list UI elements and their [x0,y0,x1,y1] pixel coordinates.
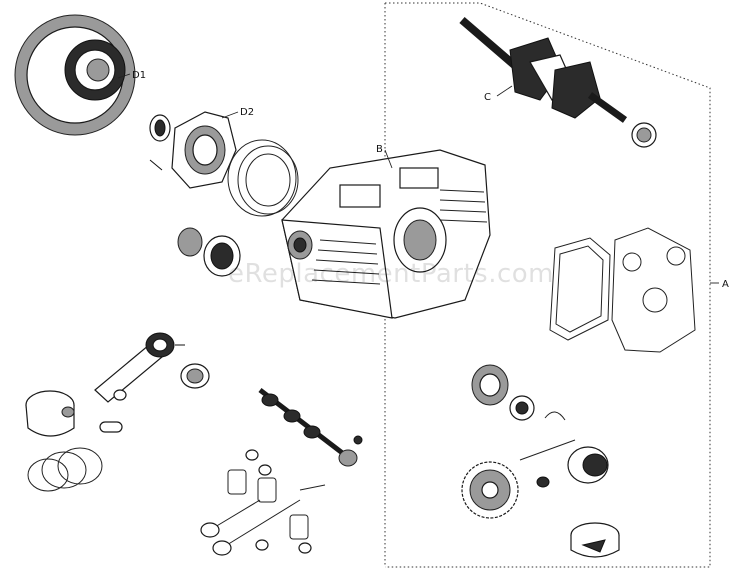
callout-b: B [376,144,383,155]
watermark-text: eReplacementParts.com [228,259,554,289]
part-c-crankshaft [459,16,657,148]
callout-a: A [722,279,729,290]
part-governor-gear [461,364,620,558]
part-b-crankcase [281,149,491,319]
part-camshaft-valves [200,388,363,556]
part-d2-bearing-plate [149,111,239,189]
callout-d1: D1 [132,70,146,81]
part-gasket-rings [149,139,299,217]
assembly-bracket-a [384,2,711,568]
part-main-bearing [177,227,241,277]
part-d1-housing [14,14,136,136]
callout-d2: D2 [240,107,254,118]
callout-c: C [484,92,491,103]
part-piston-rod [25,332,210,492]
part-gaskets-a [549,227,696,353]
